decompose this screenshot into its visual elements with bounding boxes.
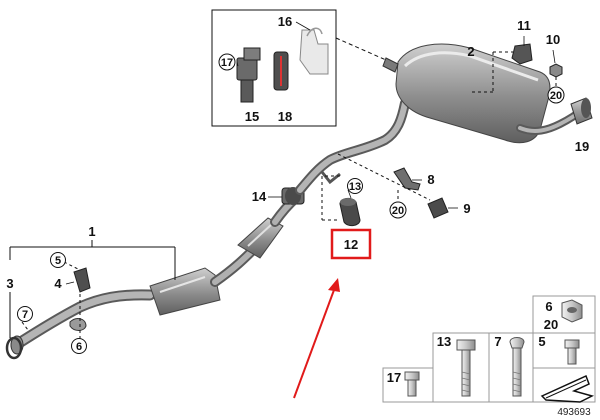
rubber-mount-12: [339, 197, 361, 227]
inset-leader: [335, 37, 387, 61]
callout-20a-circle: [547, 86, 565, 104]
callout-1-bracket: [9, 240, 176, 280]
hw-label-7: 7: [494, 334, 501, 349]
callout-12: 12: [344, 237, 358, 252]
callout-20b: 20: [392, 205, 404, 217]
nut-10: [549, 49, 563, 78]
callout-1: 1: [88, 224, 95, 239]
hw-label-20: 20: [544, 317, 558, 332]
callout-labels: 1 2 3 4 5 6 20 6 7 8 9 10 11 12 13 14 15…: [6, 14, 591, 418]
hardware-table: [382, 295, 596, 403]
rear-muffler: [382, 43, 551, 144]
dashed-bracket-mid: [337, 153, 431, 201]
callout-8: 8: [427, 172, 434, 187]
callout-14: 14: [252, 189, 267, 204]
callout-20a: 20: [550, 90, 562, 102]
callout-5: 5: [55, 255, 61, 267]
callout-7-circle: [17, 306, 33, 322]
stud-7-icon: [509, 337, 525, 397]
callout-13-circle: [347, 178, 363, 194]
orientation-arrow-icon: [540, 374, 595, 403]
callout-15: 15: [245, 109, 259, 124]
callout-3: 3: [6, 276, 13, 291]
dashed-bracket-left: [21, 261, 81, 338]
callout-2: 2: [467, 44, 474, 59]
callout-4: 4: [54, 276, 62, 291]
callout-3-bracket: [9, 292, 16, 339]
bolt-17-icon: [404, 371, 420, 397]
callout-10: 10: [546, 32, 560, 47]
callout-6: 6: [76, 341, 82, 353]
callout-5-circle: [50, 252, 66, 268]
exhaust-assembly: [10, 43, 593, 355]
callout-19: 19: [575, 139, 589, 154]
hw-label-17: 17: [387, 370, 401, 385]
callout-13: 13: [349, 181, 361, 193]
callout-18: 18: [278, 109, 292, 124]
bracket-lower: [69, 318, 87, 331]
callout-7: 7: [22, 309, 28, 321]
rubber-mount-9: [427, 197, 458, 219]
bolt-5-icon: [564, 339, 580, 365]
highlight-box: [330, 228, 372, 260]
hanger-11: [511, 36, 533, 65]
hw-label-6: 6: [545, 299, 552, 314]
callout-11: 11: [517, 18, 531, 33]
red-arrow: [293, 278, 340, 399]
callout-16: 16: [278, 14, 292, 29]
dashed-bracket-right: [470, 51, 557, 93]
catalytic-converter: [149, 267, 221, 316]
bolt-13-icon: [456, 339, 476, 397]
callout-9: 9: [463, 201, 470, 216]
leader-13: [347, 189, 352, 199]
callout-20b-circle: [389, 201, 407, 219]
exhaust-tip-19: [570, 97, 593, 125]
callout-17-circle: [218, 53, 236, 71]
hanger-4: [65, 267, 91, 293]
bracket-8: [393, 167, 422, 191]
band-clamp-3: [5, 336, 23, 360]
dashed-bracket-12: [321, 175, 340, 221]
callout-17: 17: [221, 57, 233, 69]
front-converter: [237, 217, 284, 259]
callout-6-circle: [71, 338, 87, 354]
document-number: 493693: [557, 407, 591, 418]
hw-label-13: 13: [437, 334, 451, 349]
hw-label-5: 5: [538, 334, 545, 349]
